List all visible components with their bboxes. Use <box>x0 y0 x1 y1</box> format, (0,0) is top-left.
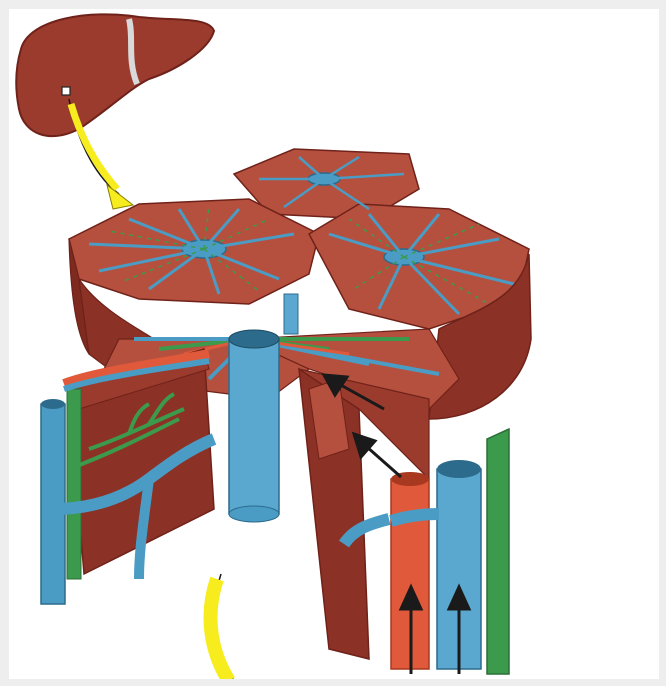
zoom-arrow-bottom-icon <box>211 574 234 679</box>
whole-liver-icon <box>16 14 214 136</box>
diagram-frame <box>9 9 659 679</box>
central-vein-column <box>229 294 298 522</box>
sample-box-icon <box>62 87 70 95</box>
liver-lobule-diagram <box>9 9 659 679</box>
bile-duct <box>487 429 509 674</box>
